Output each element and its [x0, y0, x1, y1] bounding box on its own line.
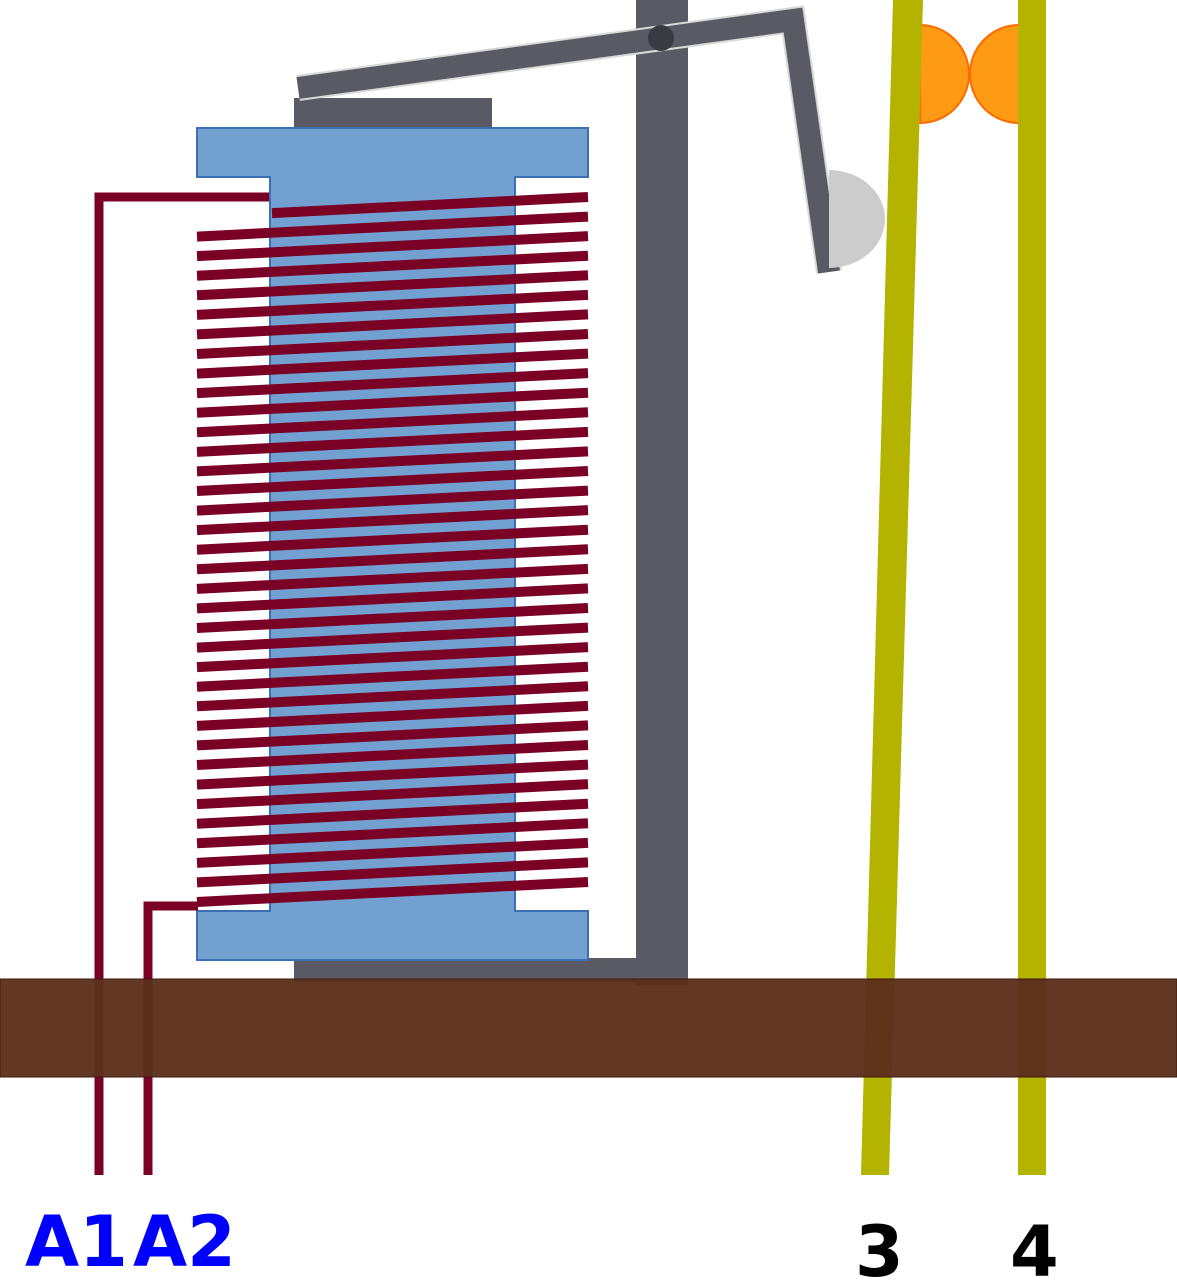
contact-lead-3 [861, 0, 923, 1175]
coil-turn [196, 681, 589, 712]
coil-turn [196, 583, 589, 614]
coil-turn [196, 524, 589, 555]
coil-turn [196, 368, 589, 399]
coil-turn [196, 407, 589, 438]
yoke-post [636, 0, 688, 985]
coil-turn [196, 211, 589, 242]
base-board [0, 978, 1177, 1078]
terminal-label-3: 3 [855, 1211, 904, 1280]
coil-turn [196, 622, 589, 653]
coil-turn [196, 779, 589, 810]
coil-turn [196, 505, 589, 536]
coil-turn [196, 309, 589, 340]
coil-turn [196, 466, 589, 496]
coil-turn [196, 740, 589, 770]
coil-turn [196, 426, 589, 457]
contact-point-4 [969, 23, 1020, 125]
coil-turn [196, 798, 589, 829]
armature-lever-body [296, 7, 840, 274]
coil-turn [196, 446, 589, 477]
coil-lead-a1 [94, 192, 272, 1175]
coil-turn [196, 250, 589, 281]
core-bottom-plate [294, 958, 688, 982]
coil-turn [196, 603, 589, 633]
coil-turn [196, 231, 589, 262]
coil-turn [196, 661, 589, 692]
coil-turn [196, 270, 589, 301]
armature-pivot [648, 25, 674, 51]
coil-turn [196, 289, 589, 320]
coil-turn [196, 544, 589, 575]
actuator-knob [829, 170, 885, 268]
coil-turn [196, 720, 589, 751]
coil-turn [196, 348, 589, 379]
coil-turn [196, 818, 589, 849]
coil-turn [196, 700, 589, 731]
core-top-cap [294, 98, 492, 132]
coil-turn [196, 387, 589, 418]
coil-turn [196, 485, 589, 516]
coil-windings [196, 192, 589, 907]
coil-turn [196, 877, 589, 907]
terminal-label-4: 4 [1010, 1211, 1059, 1280]
contact-point-3 [919, 23, 970, 125]
terminal-label-a2: A2 [133, 1201, 236, 1280]
coil-turn [196, 329, 589, 359]
coil-turn [196, 759, 589, 790]
terminal-label-a1: A1 [25, 1201, 128, 1280]
coil-turn [271, 192, 589, 219]
coil-lead-a2 [143, 901, 198, 1175]
coil-turn [196, 837, 589, 868]
coil-turn [196, 857, 589, 888]
coil-turn [196, 642, 589, 673]
coil-turn [196, 563, 589, 594]
